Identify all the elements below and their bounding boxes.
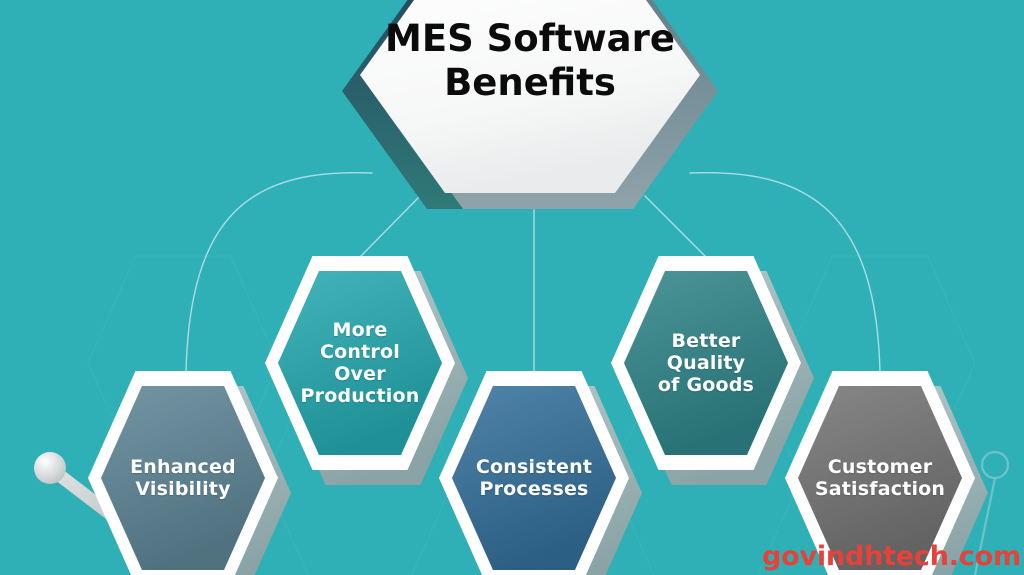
connector-better-quality xyxy=(644,195,707,258)
connector-customer-satisfaction xyxy=(689,171,881,373)
benefit-node-customer-satisfaction[interactable] xyxy=(785,371,988,575)
benefit-node-more-control-over-production[interactable] xyxy=(265,256,468,485)
node-shading xyxy=(101,386,265,570)
benefit-node-consistent-processes[interactable] xyxy=(439,371,642,575)
watermark: govindhtech.com xyxy=(762,541,1021,572)
left-marker-dot xyxy=(34,452,66,484)
right-marker-group xyxy=(973,450,1010,575)
title-hexagon xyxy=(360,0,700,193)
right-marker-stem xyxy=(973,477,997,575)
right-marker-ring xyxy=(980,450,1010,480)
node-shading xyxy=(624,271,788,455)
benefit-node-shapes xyxy=(88,256,988,575)
node-shading xyxy=(278,271,442,455)
connector-enhanced-visibility xyxy=(185,171,373,373)
node-shading xyxy=(452,386,616,570)
connector-more-control xyxy=(359,195,421,258)
benefit-node-enhanced-visibility[interactable] xyxy=(88,371,291,575)
benefit-node-better-quality-of-goods[interactable] xyxy=(611,256,814,485)
node-shading xyxy=(798,386,962,570)
title-node-shape xyxy=(342,0,718,209)
connector-lines xyxy=(185,171,881,373)
